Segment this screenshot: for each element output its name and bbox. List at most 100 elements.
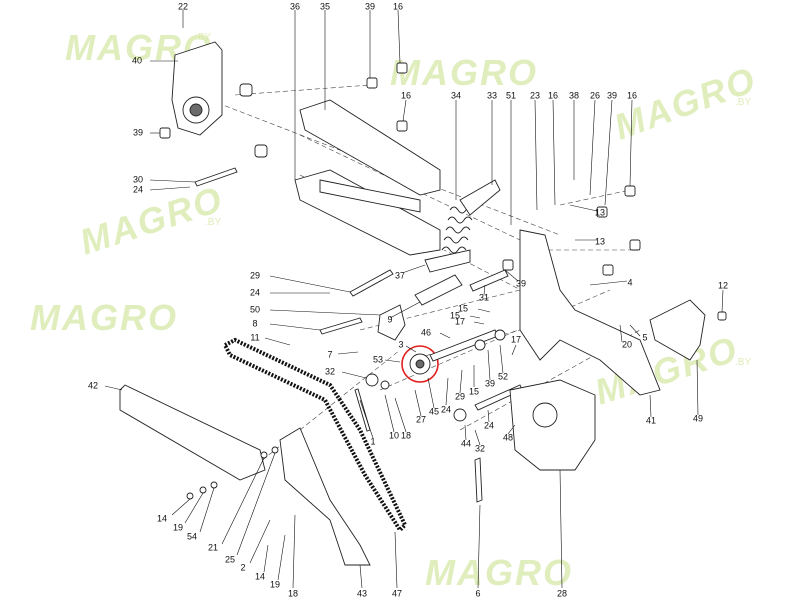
leader-line — [292, 514, 296, 589]
leader-line — [483, 284, 486, 296]
callout-number: 14 — [157, 513, 167, 523]
nut-54 — [210, 481, 218, 489]
callout-number: 39 — [607, 90, 617, 100]
leader-line — [249, 519, 271, 564]
callout-number: 16 — [401, 90, 411, 100]
bracket-37 — [424, 249, 471, 273]
leader-line — [269, 323, 321, 331]
callout-number: 44 — [461, 438, 471, 448]
callout-number: 31 — [479, 292, 489, 302]
leader-line — [511, 344, 517, 356]
nut-12 — [717, 311, 727, 321]
callout-number: 15 — [450, 310, 460, 320]
sprocket-hub — [415, 359, 425, 369]
leader-line — [104, 385, 123, 391]
callout-number: 29 — [250, 270, 260, 280]
leader-line — [445, 377, 449, 406]
callout-number: 21 — [208, 542, 218, 552]
leader-line — [337, 351, 359, 355]
nut-16 — [396, 62, 408, 74]
callout-number: 17 — [455, 316, 465, 326]
gearbox-28 — [509, 379, 596, 471]
bolt-30 — [194, 167, 238, 187]
leader-line — [604, 99, 613, 206]
leader-line — [149, 186, 191, 191]
washer-10 — [380, 380, 390, 390]
washer-19 — [199, 486, 207, 494]
callout-number: 47 — [392, 588, 402, 598]
nut-16 — [624, 185, 636, 197]
leader-line — [569, 204, 598, 212]
leader-line — [404, 264, 426, 273]
arm-35 — [299, 99, 441, 196]
callout-number: 17 — [511, 334, 521, 344]
leader-line — [269, 275, 351, 293]
leader-line — [171, 498, 191, 516]
callout-number: 34 — [451, 90, 461, 100]
callout-number: 53 — [373, 354, 383, 364]
callout-number: 6 — [475, 588, 480, 598]
gear-28 — [532, 402, 558, 428]
callout-number: 48 — [503, 432, 513, 442]
leader-line — [402, 99, 407, 122]
callout-number: 50 — [250, 304, 260, 314]
bushing — [494, 329, 506, 341]
leader-line — [721, 289, 724, 313]
callout-number: 5 — [642, 332, 647, 342]
watermark-text: MAGRO — [30, 297, 178, 338]
callout-number: 19 — [270, 579, 280, 589]
leader-line — [263, 544, 269, 573]
leader-line — [394, 397, 407, 433]
leader-line — [487, 409, 490, 423]
leader-line — [277, 534, 286, 581]
callout-number: 27 — [416, 414, 426, 424]
leader-line — [619, 324, 623, 343]
leader-line — [439, 332, 451, 339]
leader-line — [236, 452, 276, 556]
guard-43 — [279, 427, 371, 566]
callout-number: 32 — [475, 443, 485, 453]
parts — [119, 41, 727, 566]
callout-number: 46 — [421, 327, 431, 337]
callout-number: 16 — [393, 1, 403, 11]
callout-number: 54 — [187, 531, 197, 541]
leader-line — [394, 531, 398, 589]
callout-number: 45 — [429, 406, 439, 416]
callout-number: 12 — [718, 280, 728, 290]
leader-line — [341, 371, 367, 379]
leader-line — [269, 309, 381, 316]
watermark-text: MAGRO — [425, 552, 573, 593]
cross-bar — [319, 179, 421, 213]
leader-line — [384, 359, 401, 363]
highlight-circle — [401, 345, 439, 383]
shaft-31 — [469, 269, 509, 292]
callout-number: 16 — [627, 90, 637, 100]
callout-number: 37 — [395, 270, 405, 280]
callout-number: 1 — [370, 436, 375, 446]
nut-39 — [159, 127, 171, 139]
leader-line — [389, 301, 421, 319]
leader-line — [427, 377, 435, 409]
leader-line — [559, 469, 563, 589]
leader-line — [474, 429, 481, 446]
leader-line — [629, 324, 641, 337]
callout-number: 32 — [325, 366, 335, 376]
callout-number: 38 — [569, 90, 579, 100]
side-frame — [519, 229, 661, 396]
callout-number: 22 — [178, 1, 188, 11]
watermark-text: MAGRO — [390, 52, 538, 93]
callout-number: 11 — [250, 332, 259, 342]
callout-number: 30 — [133, 174, 143, 184]
leader-line — [149, 179, 196, 183]
callout-number: 15 — [469, 386, 479, 396]
shaft-9 — [414, 274, 463, 306]
pulley-hub — [189, 103, 203, 117]
callout-number: 16 — [548, 90, 558, 100]
roller-32 — [365, 373, 379, 387]
callout-number: 3 — [398, 339, 403, 349]
callout-number: 10 — [389, 430, 399, 440]
plate-42 — [119, 384, 266, 481]
callout-number: 24 — [484, 420, 494, 430]
callout-number: 26 — [590, 90, 600, 100]
